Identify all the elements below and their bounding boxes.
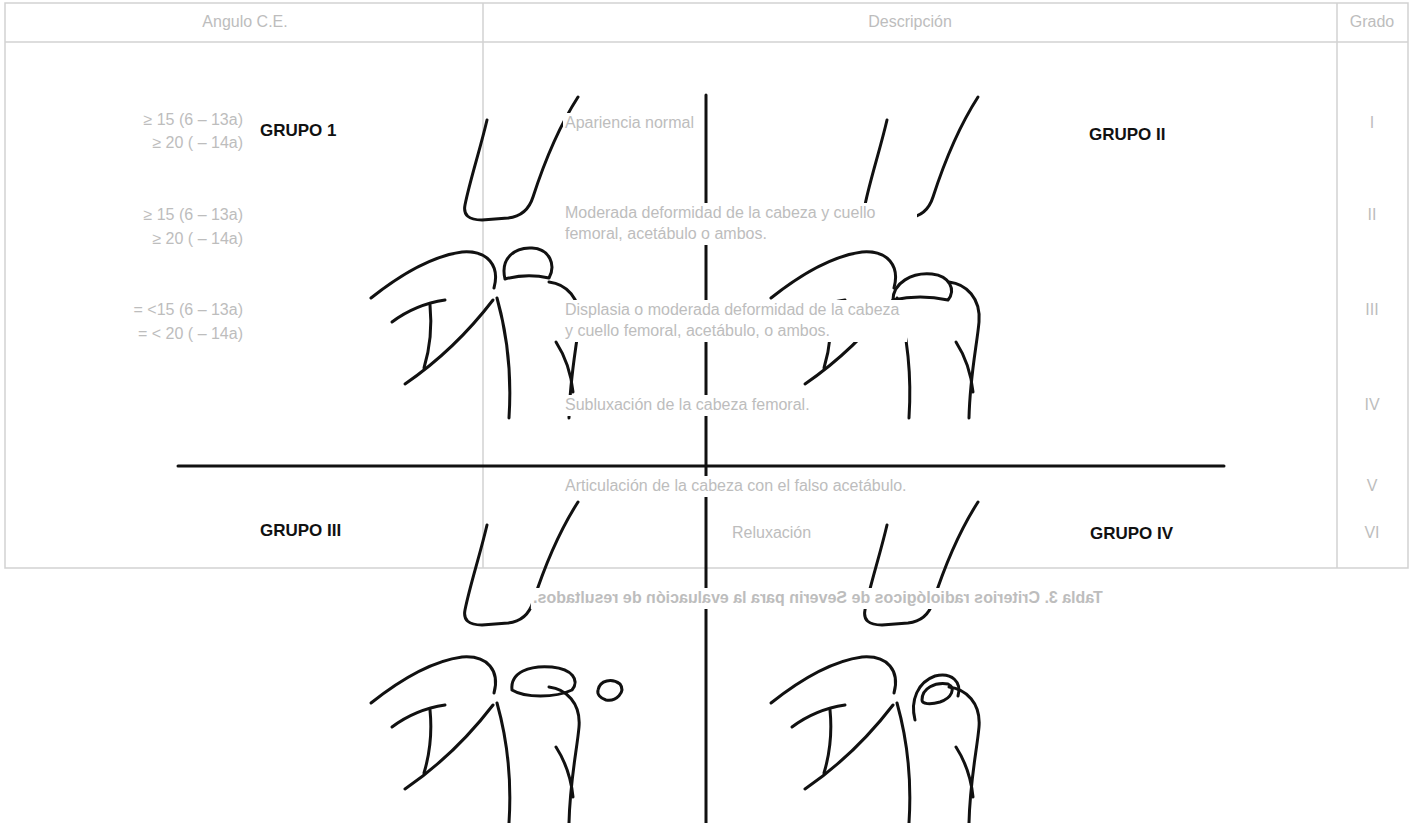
femoral-head	[922, 684, 952, 704]
femoral-head	[512, 667, 575, 696]
grade-numeral: I	[1368, 113, 1376, 134]
table-header: Grado	[1348, 12, 1396, 33]
table-cell: Displasia o moderada deformidad de la ca…	[563, 300, 907, 342]
table-column-rule	[1336, 3, 1338, 568]
femoral-head	[504, 248, 552, 279]
table-cell: Reluxación	[730, 523, 813, 544]
table-cell: Subluxación de la cabeza femoral.	[563, 395, 812, 416]
divider-line	[178, 465, 1224, 468]
angle-value: ≥ 20 ( – 14a)	[150, 229, 245, 250]
hip-sketch	[771, 97, 979, 418]
angle-value: ≥ 20 ( – 14a)	[150, 133, 245, 154]
grade-numeral: VI	[1362, 523, 1381, 544]
table-caption: Tabla 3. Criterios radiológicos de Sever…	[531, 588, 1105, 609]
hip-sketch	[371, 502, 579, 823]
group-label: GRUPO III	[258, 520, 343, 542]
table-cell: Articulación de la cabeza con el falso a…	[563, 476, 909, 497]
table-cell: Moderada deformidad de la cabeza y cuell…	[563, 203, 917, 245]
angle-value: = <15 (6 – 13a)	[132, 300, 245, 321]
femoral-head	[893, 274, 951, 300]
group-label: GRUPO II	[1087, 124, 1168, 146]
angle-value: ≥ 15 (6 – 13a)	[141, 110, 245, 131]
grade-numeral: II	[1366, 205, 1379, 226]
grade-numeral: V	[1365, 476, 1380, 497]
angle-value: ≥ 15 (6 – 13a)	[141, 205, 245, 226]
table-cell: Apariencia normal	[563, 113, 696, 134]
femoral-head	[914, 675, 959, 720]
grade-numeral: IV	[1362, 395, 1381, 416]
table-header: Angulo C.E.	[200, 12, 289, 33]
group-label: GRUPO IV	[1088, 523, 1175, 545]
hip-sketch	[771, 502, 979, 823]
grade-numeral: III	[1363, 300, 1380, 321]
hip-sketch	[371, 97, 579, 418]
group-label: GRUPO 1	[258, 120, 339, 142]
bone-fragment	[598, 681, 622, 701]
angle-value: = < 20 ( – 14a)	[136, 324, 245, 345]
table-header: Descripción	[866, 12, 954, 33]
table-column-rule	[482, 3, 484, 568]
table-header-rule	[5, 41, 1408, 43]
